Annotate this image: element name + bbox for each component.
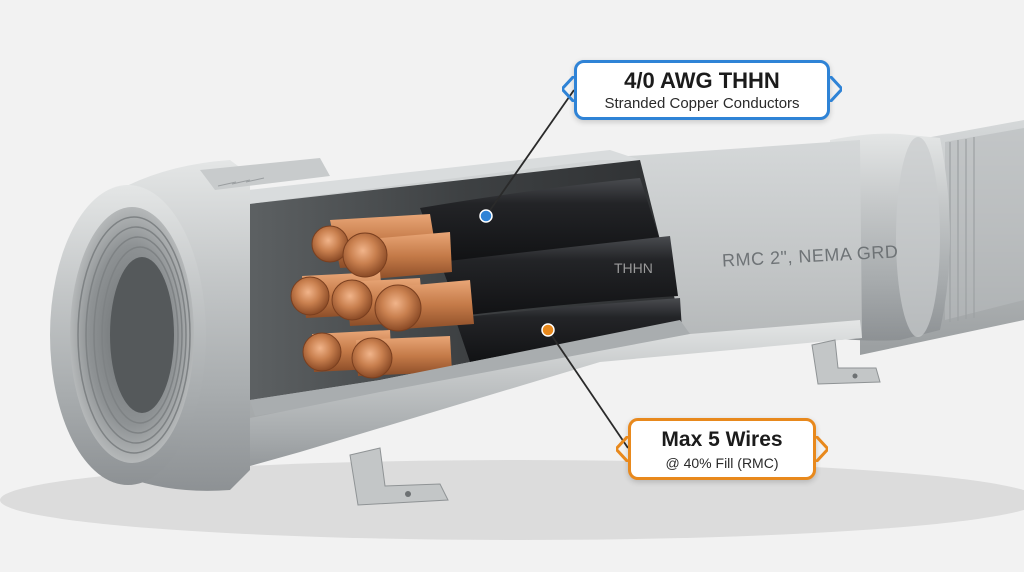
- insulated-wires: [420, 178, 682, 362]
- conduit-lower-shell: [190, 320, 862, 480]
- callout-conductors-chevron-icon: [562, 76, 574, 102]
- internal-threads: [77, 216, 191, 454]
- fitting-lug: [200, 158, 330, 190]
- leader-lines: [485, 89, 629, 449]
- wire-insulation-top: [420, 178, 660, 262]
- callout-wire-fill-chevron-icon: [616, 436, 628, 462]
- mounting-strap-right: [811, 339, 881, 385]
- conduit-threads-right: [949, 137, 975, 322]
- callout-conductors-subtitle: Stranded Copper Conductors: [604, 95, 800, 112]
- callout-wire-fill-title: Max 5 Wires: [661, 428, 783, 451]
- callout-wire-fill-subtitle: @ 40% Fill (RMC): [665, 455, 779, 471]
- callout-conductors: 4/0 AWG THHN Stranded Copper Conductors: [574, 60, 830, 120]
- cut-edge-bottom: [250, 320, 690, 416]
- cut-edge-top: [230, 150, 640, 205]
- external-threads-left: [217, 177, 265, 187]
- wire-marking-text: THHN: [614, 260, 653, 276]
- mounting-strap-left: [349, 447, 449, 506]
- callout-wire-fill-chevron-right-icon: [816, 436, 828, 462]
- orange-dot-icon: [541, 323, 555, 337]
- copper-ends: [290, 225, 422, 379]
- wire-insulation-bottom: [455, 298, 682, 362]
- blue-dot-icon: [479, 209, 493, 223]
- callout-wire-fill: Max 5 Wires @ 40% Fill (RMC): [628, 418, 816, 480]
- floor-shadow: [0, 460, 1024, 540]
- callout-conductors-chevron-right-icon: [830, 76, 842, 102]
- callout-conductors-title: 4/0 AWG THHN: [624, 68, 780, 93]
- wire-insulation-middle: [440, 236, 678, 316]
